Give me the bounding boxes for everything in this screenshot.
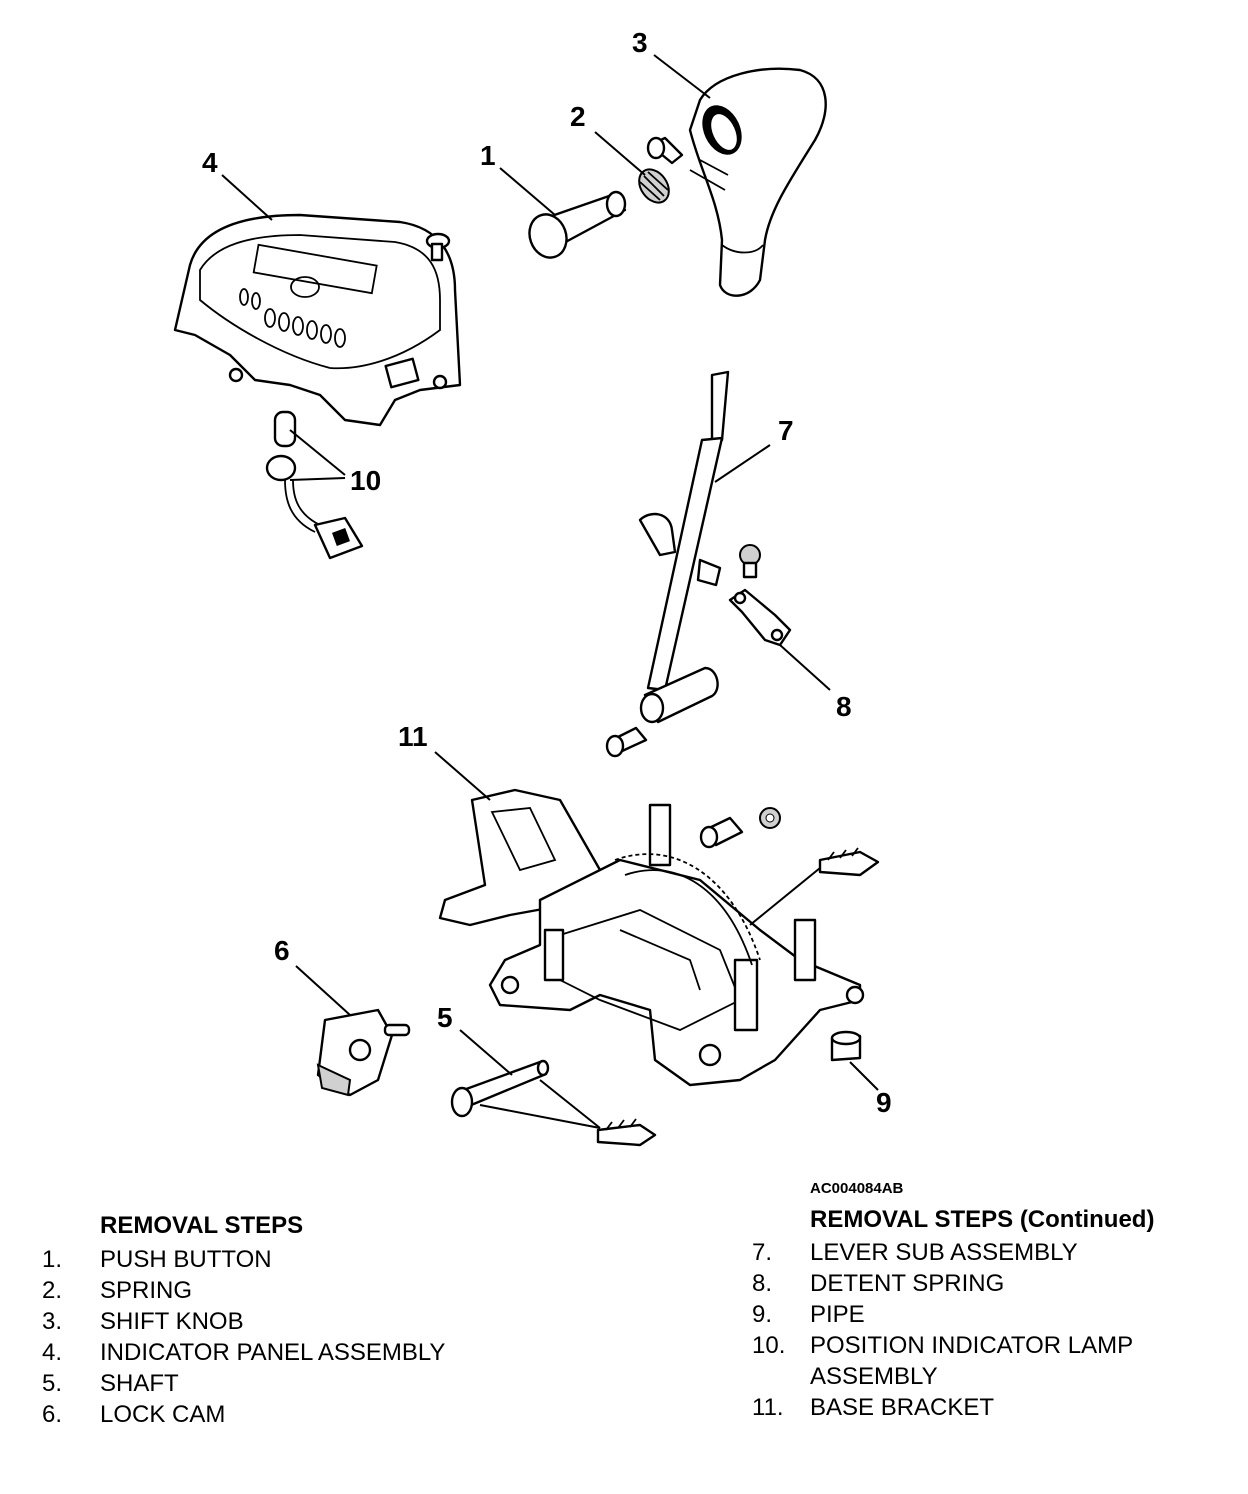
bracket-clip-drawing (818, 847, 880, 877)
step-label: PIPE (810, 1301, 865, 1328)
step-number: 6. (42, 1401, 63, 1428)
lamp-assembly-drawing (265, 410, 364, 560)
list-item: 11. BASE BRACKET (752, 1392, 1222, 1423)
lever-nut-drawing (739, 544, 761, 579)
step-number: 8. (752, 1270, 773, 1297)
callout-5: 5 (437, 1002, 453, 1033)
step-label: POSITION INDICATOR LAMP ASSEMBLY (810, 1332, 1133, 1390)
list-item: 6. LOCK CAM (42, 1399, 602, 1430)
step-label: LOCK CAM (100, 1401, 226, 1428)
figure-code: AC004084AB (810, 1180, 904, 1197)
callout-9: 9 (876, 1087, 892, 1118)
push-button-drawing (528, 190, 627, 259)
step-number: 3. (42, 1308, 63, 1335)
exploded-parts-diagram: 1 2 3 4 5 6 7 8 9 10 11 (173, 27, 892, 1147)
lock-cam-drawing (316, 1008, 411, 1097)
shaft-drawing (450, 1059, 550, 1118)
bracket-bolt-drawing (699, 816, 744, 849)
step-number: 9. (752, 1301, 773, 1328)
callout-2: 2 (570, 101, 586, 132)
callout-7: 7 (778, 415, 794, 446)
lever-bolt-drawing (605, 726, 648, 758)
step-label: SHAFT (100, 1370, 179, 1397)
step-number: 1. (42, 1246, 63, 1273)
callout-8: 8 (836, 691, 852, 722)
list-item: 4. INDICATOR PANEL ASSEMBLY (42, 1337, 602, 1368)
base-bracket-drawing (438, 788, 865, 1087)
step-label: SHIFT KNOB (100, 1308, 244, 1335)
lever-drawing (638, 370, 730, 724)
shaft-clip-drawing (596, 1118, 657, 1147)
callout-3: 3 (632, 27, 648, 58)
detent-spring-drawing (728, 588, 792, 647)
list-item: 10. POSITION INDICATOR LAMP ASSEMBLY (752, 1330, 1222, 1392)
callout-10: 10 (350, 465, 381, 496)
list-item: 8. DETENT SPRING (752, 1268, 1222, 1299)
pipe-drawing (830, 1030, 862, 1062)
list-item: 2. SPRING (42, 1275, 602, 1306)
leader-lines (221, 54, 879, 1129)
step-number: 2. (42, 1277, 63, 1304)
step-number: 11. (752, 1394, 784, 1421)
callout-1: 1 (480, 140, 496, 171)
removal-steps-heading: REMOVAL STEPS (100, 1212, 304, 1239)
list-item: 3. SHIFT KNOB (42, 1306, 602, 1337)
list-item: 9. PIPE (752, 1299, 1222, 1330)
bracket-nut-drawing (759, 807, 781, 829)
removal-steps-continued-list: 7. LEVER SUB ASSEMBLY 8. DETENT SPRING 9. P… (752, 1237, 1222, 1423)
panel-screw-drawing (425, 232, 451, 262)
step-number: 10. (752, 1332, 786, 1359)
step-label: PUSH BUTTON (100, 1246, 272, 1273)
step-label: DETENT SPRING (810, 1270, 1005, 1297)
indicator-panel-drawing (173, 213, 462, 427)
callout-11: 11 (398, 721, 428, 752)
callout-4: 4 (202, 147, 218, 178)
step-label: SPRING (100, 1277, 193, 1304)
removal-steps-continued-heading: REMOVAL STEPS (Continued) (810, 1206, 1155, 1233)
list-item: 5. SHAFT (42, 1368, 602, 1399)
spring-drawing (638, 168, 670, 204)
shift-knob-drawing (688, 67, 827, 297)
step-number: 5. (42, 1370, 63, 1397)
list-item: 7. LEVER SUB ASSEMBLY (752, 1237, 1222, 1268)
step-label: INDICATOR PANEL ASSEMBLY (100, 1339, 446, 1366)
step-label: LEVER SUB ASSEMBLY (810, 1239, 1078, 1266)
step-number: 4. (42, 1339, 63, 1366)
knob-screw-drawing (646, 136, 684, 165)
step-number: 7. (752, 1239, 773, 1266)
step-label: BASE BRACKET (810, 1394, 995, 1421)
removal-steps-list: 1. PUSH BUTTON 2. SPRING 3. SHIFT KNOB 4. IN… (42, 1244, 602, 1430)
list-item: 1. PUSH BUTTON (42, 1244, 602, 1275)
callout-6: 6 (274, 935, 290, 966)
